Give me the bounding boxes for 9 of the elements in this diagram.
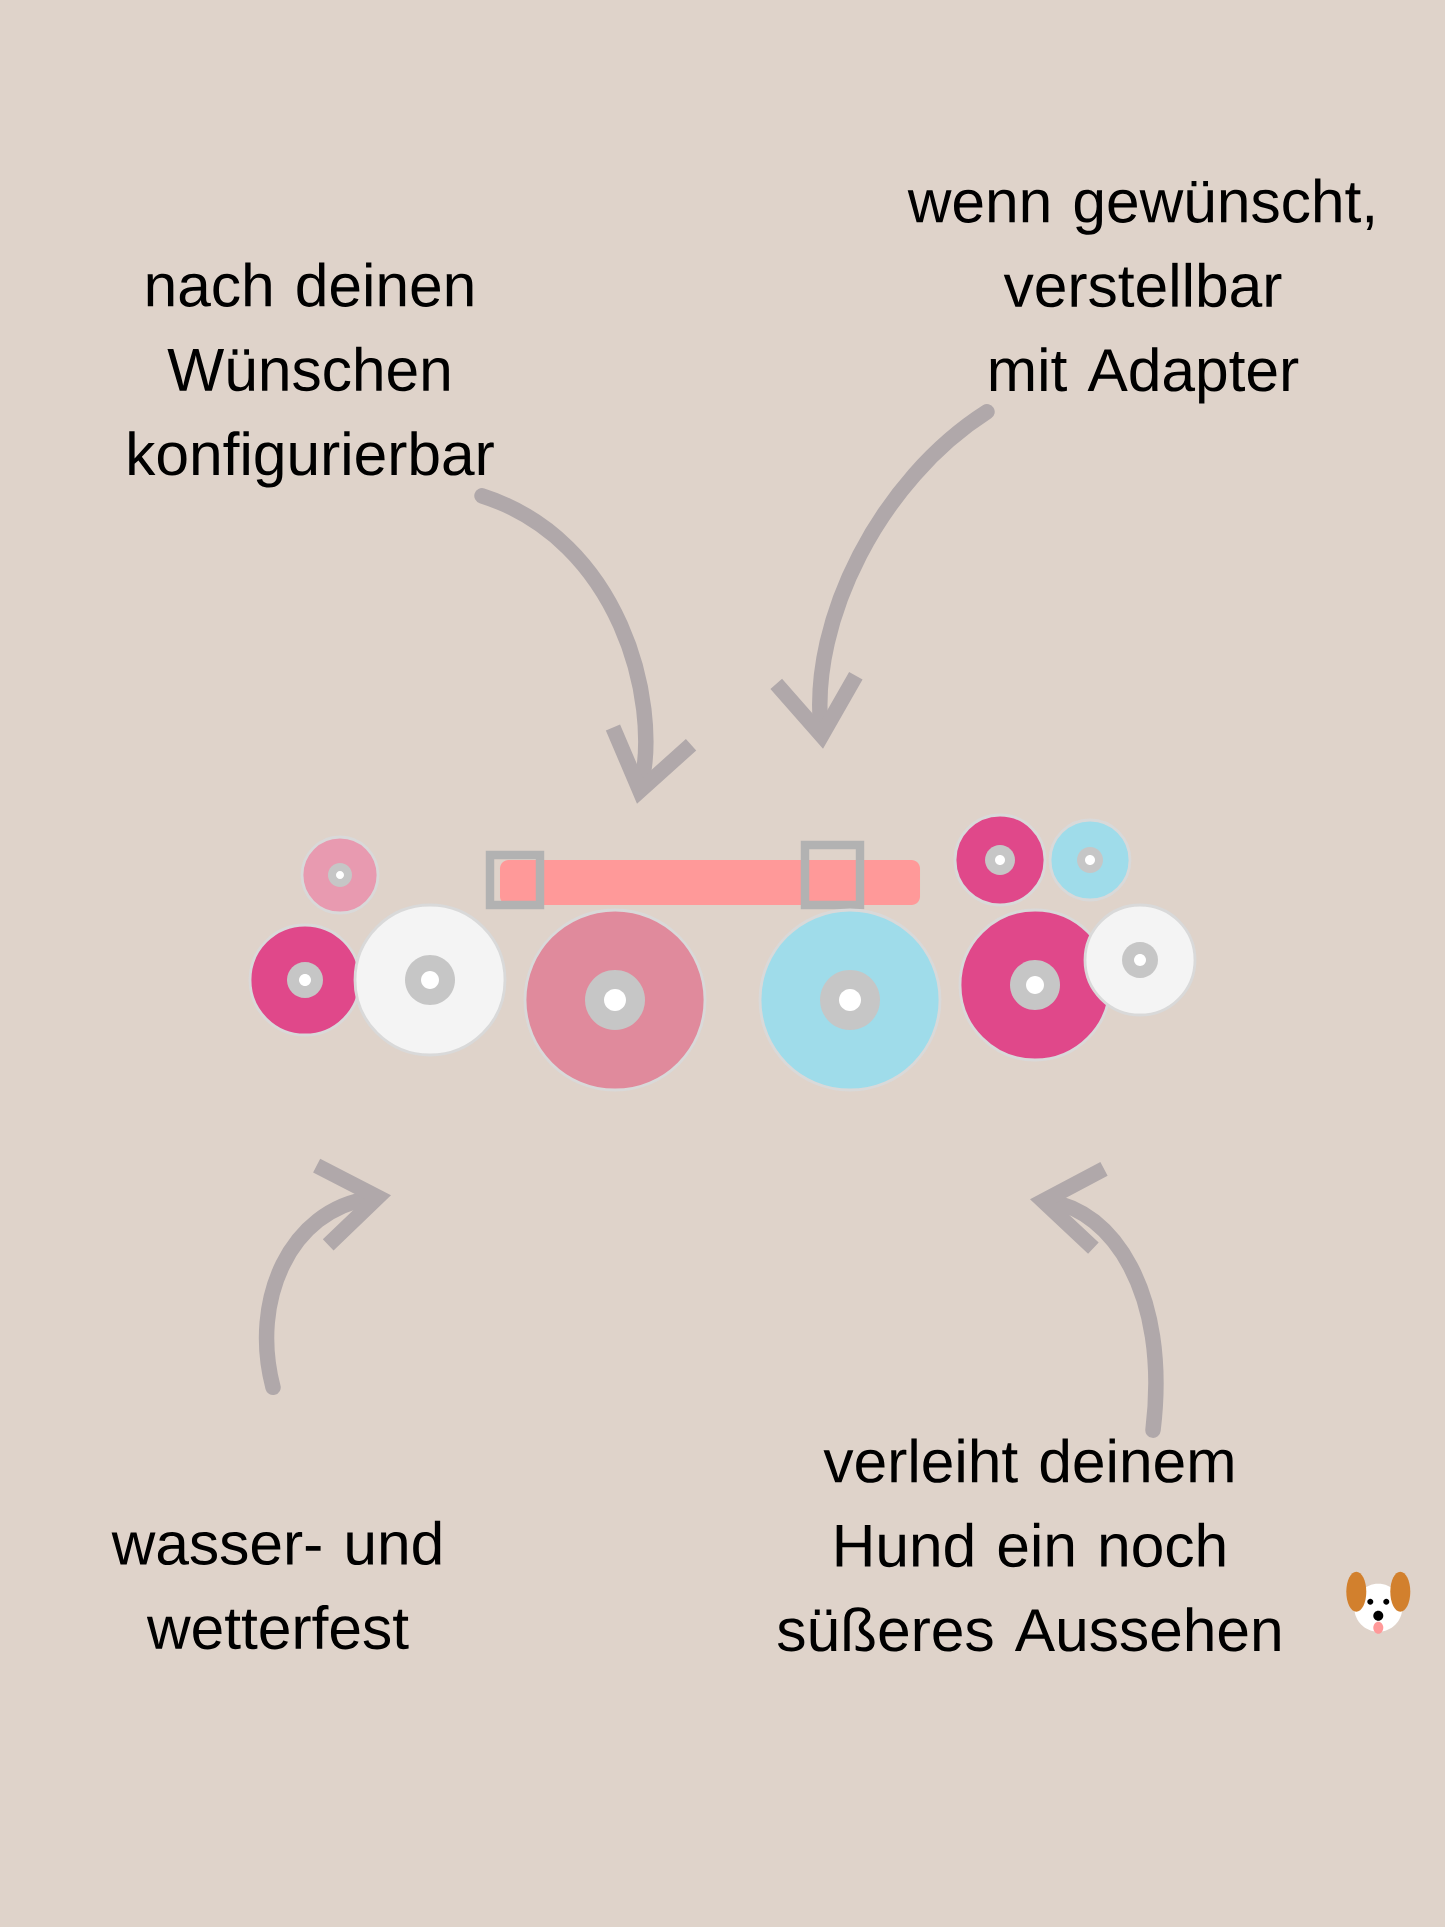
caption-text: wenn gewünscht, verstellbar mit Adapter — [907, 178, 1373, 404]
caption-text: verleiht deinem Hund ein noch süßeres Aussehen — [778, 1438, 1280, 1652]
collar-drawing — [248, 813, 1197, 1092]
caption-text: wasser- und wetterfest — [111, 1520, 441, 1650]
caption-text: nach deinen Wünschen konfigurierbar — [129, 262, 494, 488]
curved-arrow — [474, 488, 697, 804]
curved-arrow — [258, 1158, 391, 1396]
curved-arrow — [770, 404, 995, 749]
curved-arrow — [1030, 1162, 1164, 1438]
